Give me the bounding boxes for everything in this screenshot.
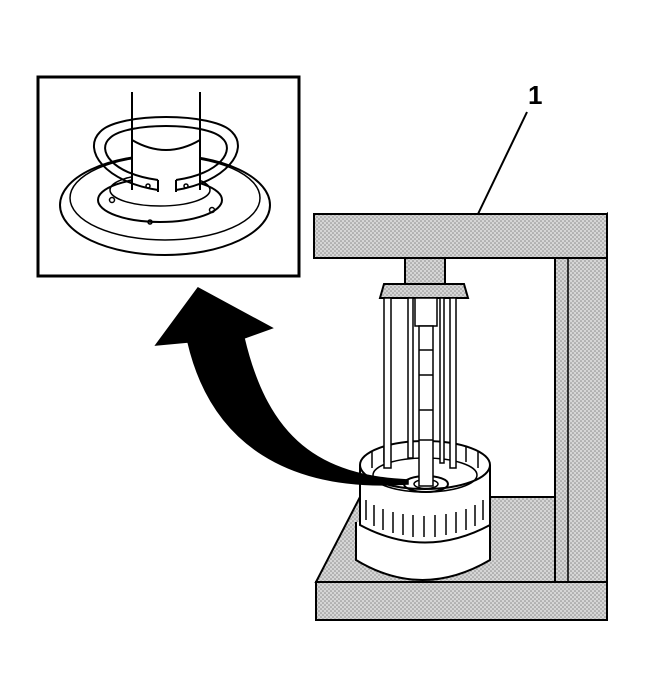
curved-arrow-icon xyxy=(154,287,409,486)
callout-1-leader xyxy=(477,111,528,215)
snap-ring-detail-icon xyxy=(36,75,301,278)
press-top-arm xyxy=(313,213,608,259)
press-base-front xyxy=(315,581,608,621)
spring-compressor-tool xyxy=(378,283,470,487)
press-column xyxy=(554,211,608,583)
callout-1-label: 1 xyxy=(528,80,542,110)
